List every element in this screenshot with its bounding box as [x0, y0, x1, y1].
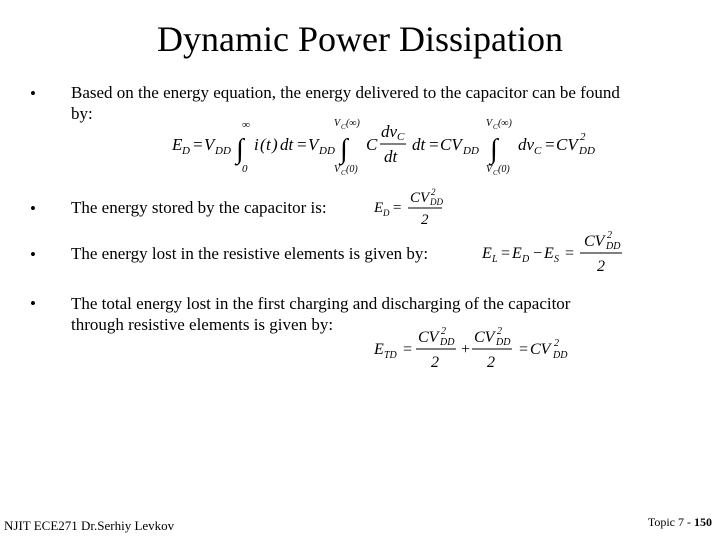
- svg-text:2: 2: [607, 230, 612, 241]
- svg-text:2: 2: [431, 354, 439, 371]
- svg-text:DD: DD: [578, 145, 595, 157]
- svg-text:=: =: [564, 245, 575, 262]
- svg-text:DD: DD: [605, 241, 621, 252]
- footer-topic-label: Topic 7 -: [647, 515, 694, 529]
- footer-course-info: NJIT ECE271 Dr.Serhiy Levkov: [4, 518, 175, 533]
- svg-text:C: C: [534, 145, 542, 157]
- svg-text:∫: ∫: [338, 134, 350, 166]
- svg-text:D: D: [181, 145, 190, 157]
- svg-text:V: V: [334, 118, 342, 129]
- svg-text:D: D: [382, 208, 390, 218]
- page-number: 150: [694, 515, 712, 529]
- svg-text:+: +: [460, 341, 471, 358]
- bullet-text-total-energy-lost: The total energy lost in the first charg…: [71, 294, 571, 334]
- svg-text:E: E: [511, 245, 522, 262]
- svg-text:DD: DD: [495, 337, 511, 348]
- equation-energy-lost: E L = E D − E S = CV 2 DD 2: [480, 230, 630, 281]
- svg-text:C: C: [366, 135, 378, 154]
- svg-text:=: =: [544, 135, 555, 154]
- bullet-text-energy-lost: The energy lost in the resistive element…: [71, 244, 429, 263]
- svg-text:V: V: [486, 118, 494, 129]
- svg-text:0: 0: [242, 163, 248, 175]
- bullet-marker: •: [30, 294, 36, 313]
- svg-text:(0): (0): [346, 164, 358, 175]
- svg-text:DD: DD: [552, 350, 568, 361]
- svg-text:E: E: [373, 341, 384, 358]
- svg-text:C: C: [493, 169, 498, 177]
- svg-text:S: S: [554, 254, 559, 265]
- svg-text:CV: CV: [584, 233, 607, 250]
- svg-text:(∞): (∞): [346, 118, 360, 129]
- svg-text:V: V: [486, 164, 494, 175]
- svg-text:V: V: [204, 135, 217, 154]
- svg-text:V: V: [308, 135, 321, 154]
- svg-text:DD: DD: [429, 197, 443, 207]
- svg-text:=: =: [296, 135, 307, 154]
- equation-energy-stored: E D = CV 2 DD 2: [372, 187, 452, 235]
- svg-text:DD: DD: [462, 145, 479, 157]
- svg-text:(0): (0): [498, 164, 510, 175]
- svg-text:−: −: [532, 245, 543, 262]
- svg-text:dv: dv: [518, 135, 535, 154]
- svg-text:E: E: [171, 135, 183, 154]
- svg-text:CV: CV: [474, 329, 497, 346]
- svg-text:i: i: [254, 135, 259, 154]
- equation-total-energy-lost: E TD = CV 2 DD 2 + CV 2 DD 2 = CV 2 DD: [372, 326, 582, 377]
- svg-text:t: t: [266, 135, 272, 154]
- bullet-text-energy-delivered: Based on the energy equation, the energy…: [71, 83, 620, 123]
- svg-text:CV: CV: [530, 341, 553, 358]
- svg-text:=: =: [392, 200, 402, 216]
- bullet-marker: •: [30, 84, 36, 103]
- svg-text:D: D: [521, 254, 530, 265]
- svg-text:E: E: [373, 200, 383, 216]
- svg-text:=: =: [192, 135, 203, 154]
- svg-text:E: E: [481, 245, 492, 262]
- svg-text:dt: dt: [412, 135, 427, 154]
- bullet-marker: •: [30, 199, 36, 218]
- svg-text:2: 2: [487, 354, 495, 371]
- svg-text:(∞): (∞): [498, 118, 512, 129]
- svg-text:∫: ∫: [488, 134, 500, 166]
- footer-page-number: Topic 7 - 150: [648, 515, 712, 530]
- svg-text:L: L: [491, 254, 498, 265]
- svg-text:=: =: [500, 245, 511, 262]
- svg-text:=: =: [402, 341, 413, 358]
- svg-text:dt: dt: [280, 135, 295, 154]
- svg-text:2: 2: [441, 326, 446, 337]
- svg-text:=: =: [518, 341, 529, 358]
- svg-text:C: C: [341, 123, 346, 131]
- svg-text:2: 2: [497, 326, 502, 337]
- svg-text:dv: dv: [381, 122, 398, 141]
- svg-text:∞: ∞: [242, 119, 250, 131]
- svg-text:CV: CV: [440, 135, 464, 154]
- svg-text:): ): [271, 135, 278, 154]
- svg-text:C: C: [493, 123, 498, 131]
- bullet-text-energy-stored: The energy stored by the capacitor is:: [71, 198, 327, 217]
- svg-text:2: 2: [597, 258, 605, 275]
- svg-text:DD: DD: [439, 337, 455, 348]
- svg-text:2: 2: [421, 212, 429, 228]
- svg-text:C: C: [397, 131, 405, 143]
- svg-text:2: 2: [554, 338, 559, 349]
- bullet-marker: •: [30, 245, 36, 264]
- svg-text:V: V: [334, 164, 342, 175]
- svg-text:CV: CV: [418, 329, 441, 346]
- svg-text:CV: CV: [410, 190, 431, 206]
- svg-text:(: (: [260, 135, 267, 154]
- svg-text:=: =: [428, 135, 439, 154]
- svg-text:dt: dt: [384, 147, 399, 166]
- svg-text:E: E: [543, 245, 554, 262]
- svg-text:∫: ∫: [234, 134, 246, 166]
- svg-text:2: 2: [431, 187, 436, 197]
- svg-text:CV: CV: [556, 135, 580, 154]
- svg-text:DD: DD: [318, 145, 335, 157]
- svg-text:TD: TD: [384, 350, 398, 361]
- equation-energy-delivered: E D = V DD ∫ ∞ 0 i ( t ) dt = V DD ∫ V C…: [170, 118, 610, 181]
- svg-text:2: 2: [580, 131, 586, 143]
- svg-text:DD: DD: [214, 145, 231, 157]
- svg-text:C: C: [341, 169, 346, 177]
- page-title: Dynamic Power Dissipation: [157, 19, 563, 59]
